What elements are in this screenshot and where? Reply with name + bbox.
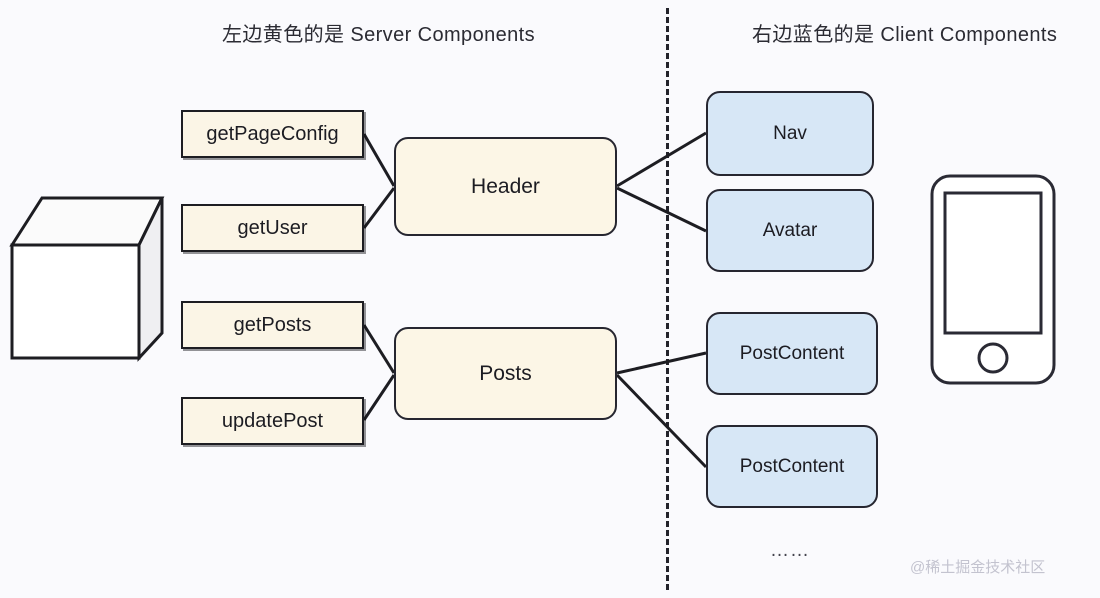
server-function-update-post[interactable]: updatePost — [181, 397, 364, 445]
server-function-get-user[interactable]: getUser — [181, 204, 364, 252]
server-client-divider — [666, 8, 669, 590]
client-component-label: PostContent — [739, 342, 845, 364]
server-function-label: getPageConfig — [206, 122, 339, 145]
server-function-label: getUser — [237, 216, 308, 239]
client-side-title: 右边蓝色的是 Client Components — [752, 24, 1058, 46]
client-component-label: PostContent — [739, 455, 845, 477]
client-component-avatar[interactable]: Avatar — [706, 189, 874, 272]
server-component-label: Header — [471, 174, 540, 198]
server-function-label: updatePost — [221, 409, 324, 432]
more-items-ellipsis: …… — [770, 540, 810, 561]
server-cube-icon — [9, 196, 165, 362]
server-side-title: 左边黄色的是 Server Components — [222, 24, 536, 46]
client-component-post-content-2[interactable]: PostContent — [706, 425, 878, 508]
client-component-post-content-1[interactable]: PostContent — [706, 312, 878, 395]
server-function-get-page-config[interactable]: getPageConfig — [181, 110, 364, 158]
server-component-posts[interactable]: Posts — [394, 327, 617, 420]
watermark: @稀土掘金技术社区 — [910, 559, 1046, 576]
server-function-get-posts[interactable]: getPosts — [181, 301, 364, 349]
client-component-nav[interactable]: Nav — [706, 91, 874, 176]
client-component-label: Avatar — [762, 219, 818, 241]
server-function-label: getPosts — [233, 313, 312, 336]
mobile-phone-icon — [930, 174, 1056, 385]
server-component-label: Posts — [479, 361, 532, 385]
client-component-label: Nav — [773, 122, 807, 144]
server-component-header[interactable]: Header — [394, 137, 617, 236]
